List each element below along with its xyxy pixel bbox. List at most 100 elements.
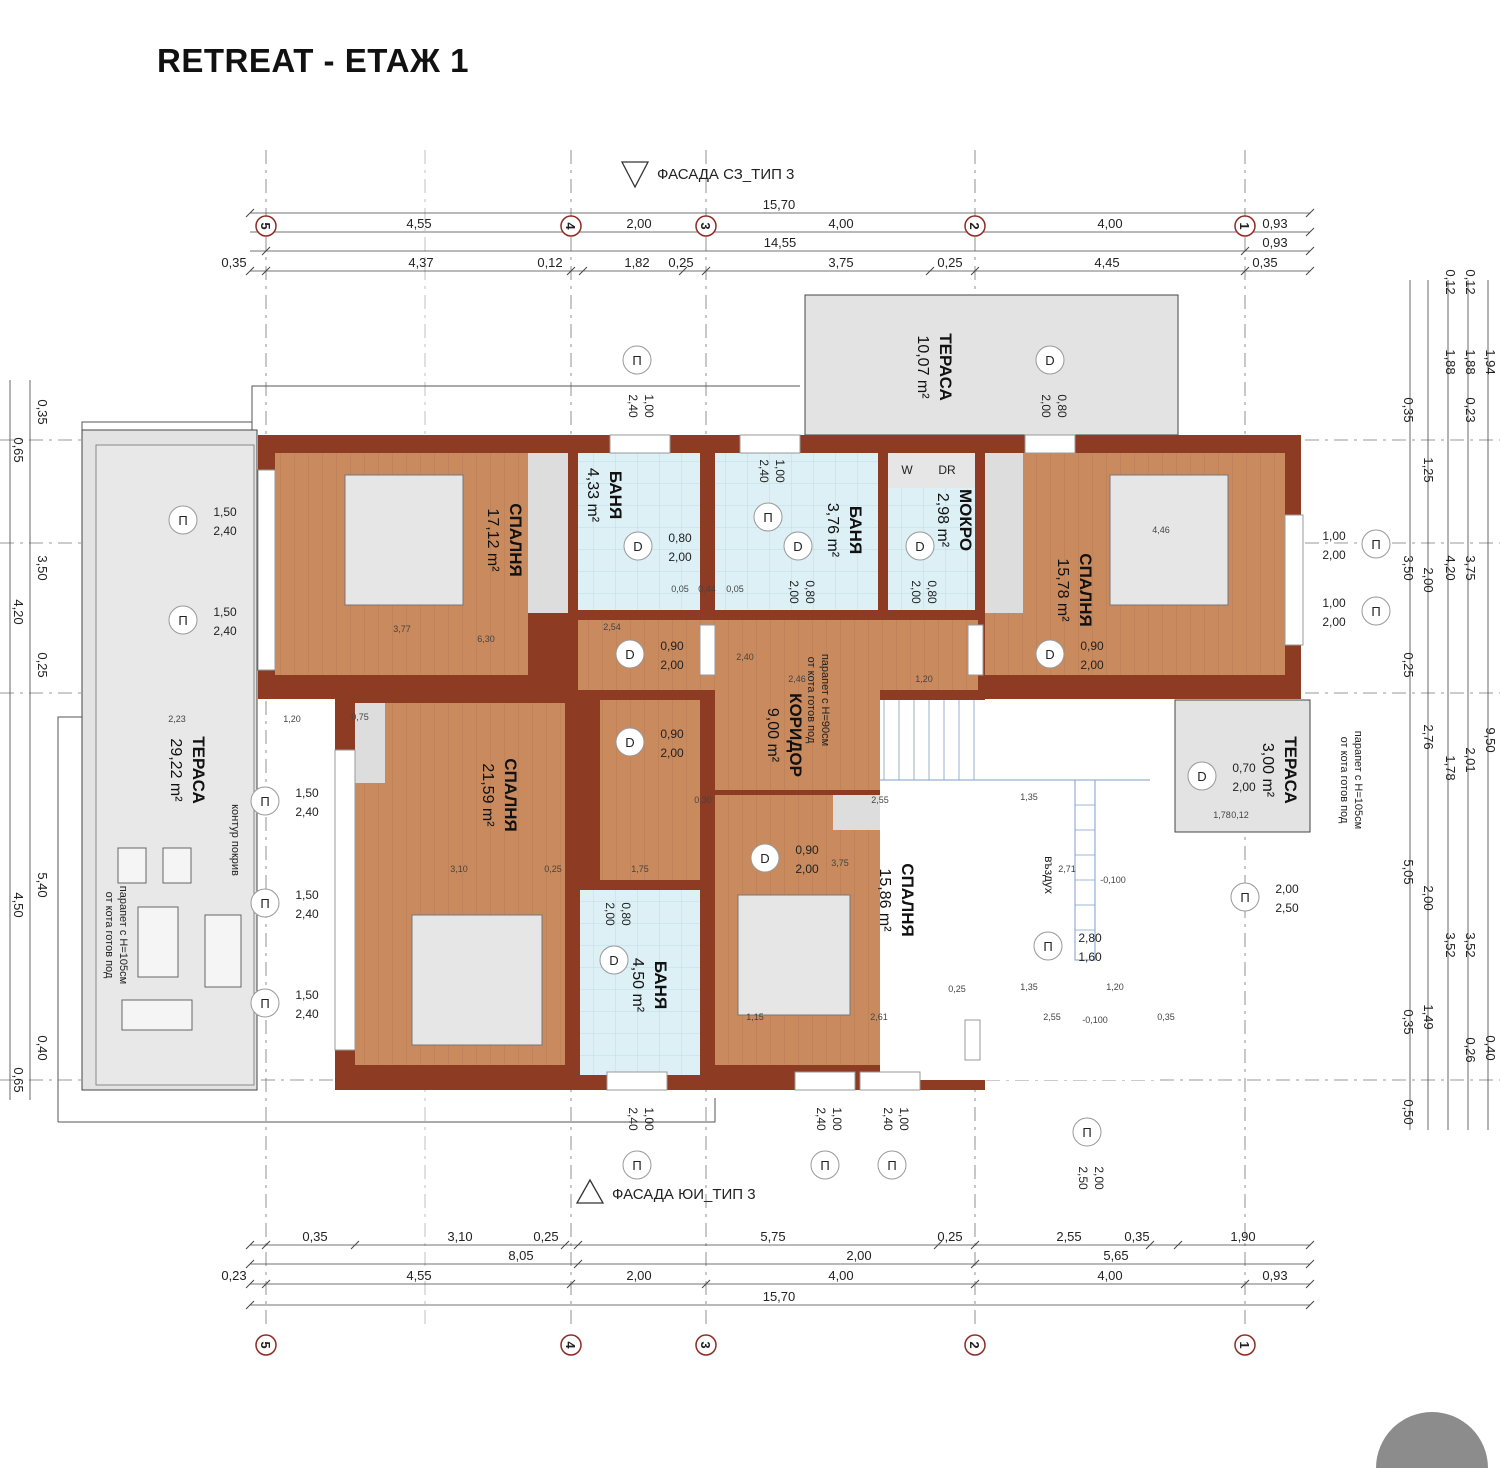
marker-type: D — [609, 953, 618, 968]
dimension-tick — [573, 1259, 583, 1269]
dimension-tick — [970, 1279, 980, 1289]
dimension-tick — [261, 246, 271, 256]
dimension-tick — [560, 1240, 570, 1250]
top-overall-dim: 15,70 — [763, 197, 796, 212]
window-marker-icon — [877, 1150, 907, 1180]
room-name: ТЕРАСА — [1281, 736, 1300, 804]
bottom-dim: 0,23 — [221, 1268, 246, 1283]
room-area: 3,76 m² — [824, 503, 841, 558]
roof-outline — [251, 385, 800, 435]
dimension-tick — [261, 266, 271, 276]
bottom-dim: 4,00 — [1097, 1268, 1122, 1283]
interior-dim: 1,15 — [746, 1012, 764, 1022]
door-marker-icon — [783, 531, 813, 561]
window-marker-icon — [250, 888, 280, 918]
room-name: БАНЯ — [606, 471, 625, 519]
axis-label: 1 — [1237, 222, 1252, 229]
opening-width: 1,00 — [897, 1107, 911, 1131]
right-dim: 1,88 — [1463, 349, 1478, 374]
opening-height: 2,00 — [1322, 548, 1346, 562]
interior-dim: 2,23 — [168, 714, 186, 724]
interior-dim: 0,05 — [671, 584, 689, 594]
opening-marker: D0,802,00 — [599, 902, 633, 975]
opening-height: 1,60 — [1078, 950, 1102, 964]
marker-type: D — [1045, 353, 1054, 368]
bottom-dim: 2,55 — [1056, 1229, 1081, 1244]
opening-marker: D0,802,00 — [905, 531, 939, 604]
top-dim: 2,00 — [626, 216, 651, 231]
opening-height: 2,40 — [295, 907, 319, 921]
axis-bubble — [695, 215, 717, 237]
dimension-tick — [261, 1240, 271, 1250]
room-name: СПАЛНЯ — [506, 503, 525, 576]
bottom-dim: 8,05 — [508, 1248, 533, 1263]
door-marker-icon — [1035, 345, 1065, 375]
top-dim: 0,25 — [668, 255, 693, 270]
opening-width: 1,50 — [213, 505, 237, 519]
opening-width: 1,50 — [295, 988, 319, 1002]
opening-height: 2,40 — [295, 805, 319, 819]
opening-height: 2,40 — [213, 624, 237, 638]
bed — [411, 914, 543, 1046]
interior-dim: 0,75 — [351, 712, 369, 722]
opening-marker: П1,502,40 — [250, 988, 319, 1021]
terrace-furniture — [137, 906, 179, 978]
room-name: КОРИДОР — [786, 693, 805, 777]
window-opening — [859, 1071, 921, 1091]
dimension-tick — [245, 266, 255, 276]
corner-overlay-button[interactable] — [1376, 1412, 1488, 1468]
left-dim: 0,65 — [11, 437, 26, 462]
top-dim: 0,93 — [1262, 235, 1287, 250]
appliance-row — [888, 453, 975, 488]
marker-type: D — [633, 539, 642, 554]
left-dim: 3,50 — [35, 555, 50, 580]
interior-dim: 0,35 — [1157, 1012, 1175, 1022]
opening-width: 0,90 — [1080, 639, 1104, 653]
right-dim: 2,00 — [1421, 567, 1436, 592]
right-dim: 2,01 — [1463, 747, 1478, 772]
opening-marker: П1,002,40 — [753, 459, 787, 532]
interior-dim: 2,55 — [1043, 1012, 1061, 1022]
opening-height: 2,00 — [603, 902, 617, 926]
axis-bubble — [695, 1334, 717, 1356]
window-marker-icon — [810, 1150, 840, 1180]
bottom-dim: 0,25 — [533, 1229, 558, 1244]
room-name: СПАЛНЯ — [898, 863, 917, 936]
room-name: БАНЯ — [846, 506, 865, 554]
axis-label: 2 — [967, 1341, 982, 1348]
top-dim: 0,12 — [537, 255, 562, 270]
interior-dim: 0,30 — [694, 795, 712, 805]
corridor-floor — [715, 690, 880, 790]
opening-height: 2,00 — [1232, 780, 1256, 794]
opening-height: 2,00 — [1322, 615, 1346, 629]
parapet-note: парапет с H=105см — [117, 886, 129, 984]
dimension-tick — [261, 1279, 271, 1289]
axis-bubble — [964, 215, 986, 237]
axis-label: 1 — [1237, 1341, 1252, 1348]
interior-dim: -0,100 — [1100, 875, 1126, 885]
dimension-tick — [678, 266, 688, 276]
window-marker-icon — [1072, 1117, 1102, 1147]
opening-height: 2,50 — [1275, 901, 1299, 915]
top-dim: 14,55 — [764, 235, 797, 250]
room-area: 9,00 m² — [764, 708, 781, 763]
left-dim: 0,40 — [35, 1035, 50, 1060]
interior-dim: 1,20 — [1106, 982, 1124, 992]
facade-triangle-up-icon — [575, 1178, 605, 1204]
marker-type: П — [260, 794, 269, 809]
dimension-tick — [573, 1240, 583, 1250]
right-dim: 5,05 — [1401, 859, 1416, 884]
door-marker-icon — [1035, 639, 1065, 669]
parapet-note: парапет с H=105см — [1352, 731, 1364, 829]
top-dim: 4,37 — [408, 255, 433, 270]
bottom-dim: 0,35 — [1124, 1229, 1149, 1244]
rooms — [57, 294, 1311, 1123]
interior-dim: 3,75 — [831, 858, 849, 868]
parapet-note: парапет с H=90см — [819, 654, 831, 746]
marker-type: П — [178, 513, 187, 528]
opening-width: 1,50 — [295, 786, 319, 800]
top-dim: 1,82 — [624, 255, 649, 270]
opening-height: 2,40 — [757, 459, 771, 483]
dimension-tick — [1305, 208, 1315, 218]
interior-dim: 0,44 — [698, 584, 716, 594]
